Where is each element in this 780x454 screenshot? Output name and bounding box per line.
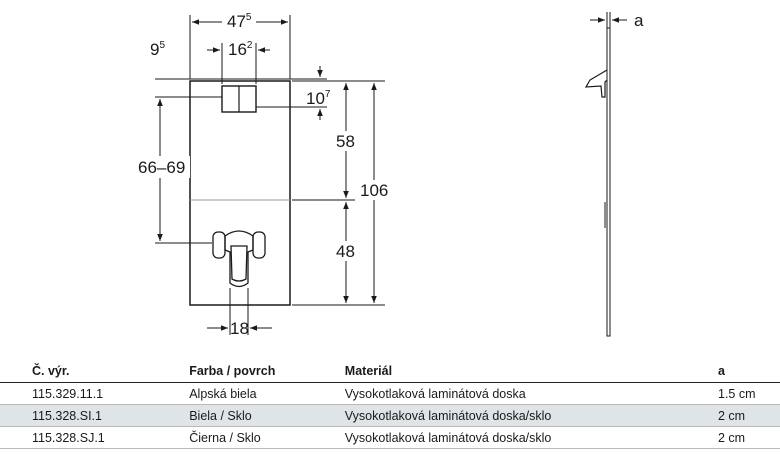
cell-color: Biela / Sklo (189, 404, 345, 427)
flush-bracket (584, 69, 608, 98)
cell-material: Vysokotlaková laminátová doska (344, 382, 718, 405)
spec-table: Č. výr. Farba / povrch Materiál a 115.32… (0, 360, 780, 449)
cell-material: Vysokotlaková laminátová doska/sklo (344, 404, 718, 427)
panel-outline (189, 80, 291, 306)
table-header-row: Č. výr. Farba / povrch Materiál a (0, 360, 780, 383)
side-panel (606, 27, 611, 337)
cell-article: 115.328.SI.1 (0, 404, 190, 427)
cell-color: Čierna / Sklo (189, 426, 345, 449)
dim-thickness-label: a (634, 11, 644, 30)
dim-lower-height: 48 (336, 242, 355, 261)
dim-bracket-height: 66–69 (138, 158, 185, 177)
dim-total-width: 475 (227, 12, 252, 31)
col-header-color: Farba / povrch (189, 360, 345, 383)
dim-total-height: 106 (360, 181, 388, 200)
cell-a: 1.5 cm (718, 382, 780, 405)
dim-upper-height: 58 (336, 132, 355, 151)
front-view: 475 95 162 107 66–69 (134, 12, 390, 338)
cell-article: 115.328.SJ.1 (0, 426, 190, 449)
cell-material: Vysokotlaková laminátová doska/sklo (344, 426, 718, 449)
table-row: 115.328.SJ.1 Čierna / Sklo Vysokotlaková… (0, 426, 780, 449)
toilet-outline (212, 230, 266, 288)
col-header-material: Materiál (344, 360, 718, 383)
table-row: 115.329.11.1 Alpská biela Vysokotlaková … (0, 382, 780, 405)
dim-bottom-width: 18 (230, 319, 249, 338)
dim-left-offset: 95 (150, 40, 165, 59)
technical-drawing: 475 95 162 107 66–69 (134, 11, 644, 338)
col-header-a: a (718, 360, 780, 383)
cell-a: 2 cm (718, 404, 780, 427)
col-header-article: Č. výr. (0, 360, 190, 383)
table-row: 115.328.SI.1 Biela / Sklo Vysokotlaková … (0, 404, 780, 427)
dim-button-top: 107 (306, 89, 331, 108)
dim-button-width: 162 (228, 40, 253, 59)
cell-article: 115.329.11.1 (0, 382, 190, 405)
side-view: a (584, 11, 644, 337)
cell-a: 2 cm (718, 426, 780, 449)
cell-color: Alpská biela (189, 382, 345, 405)
